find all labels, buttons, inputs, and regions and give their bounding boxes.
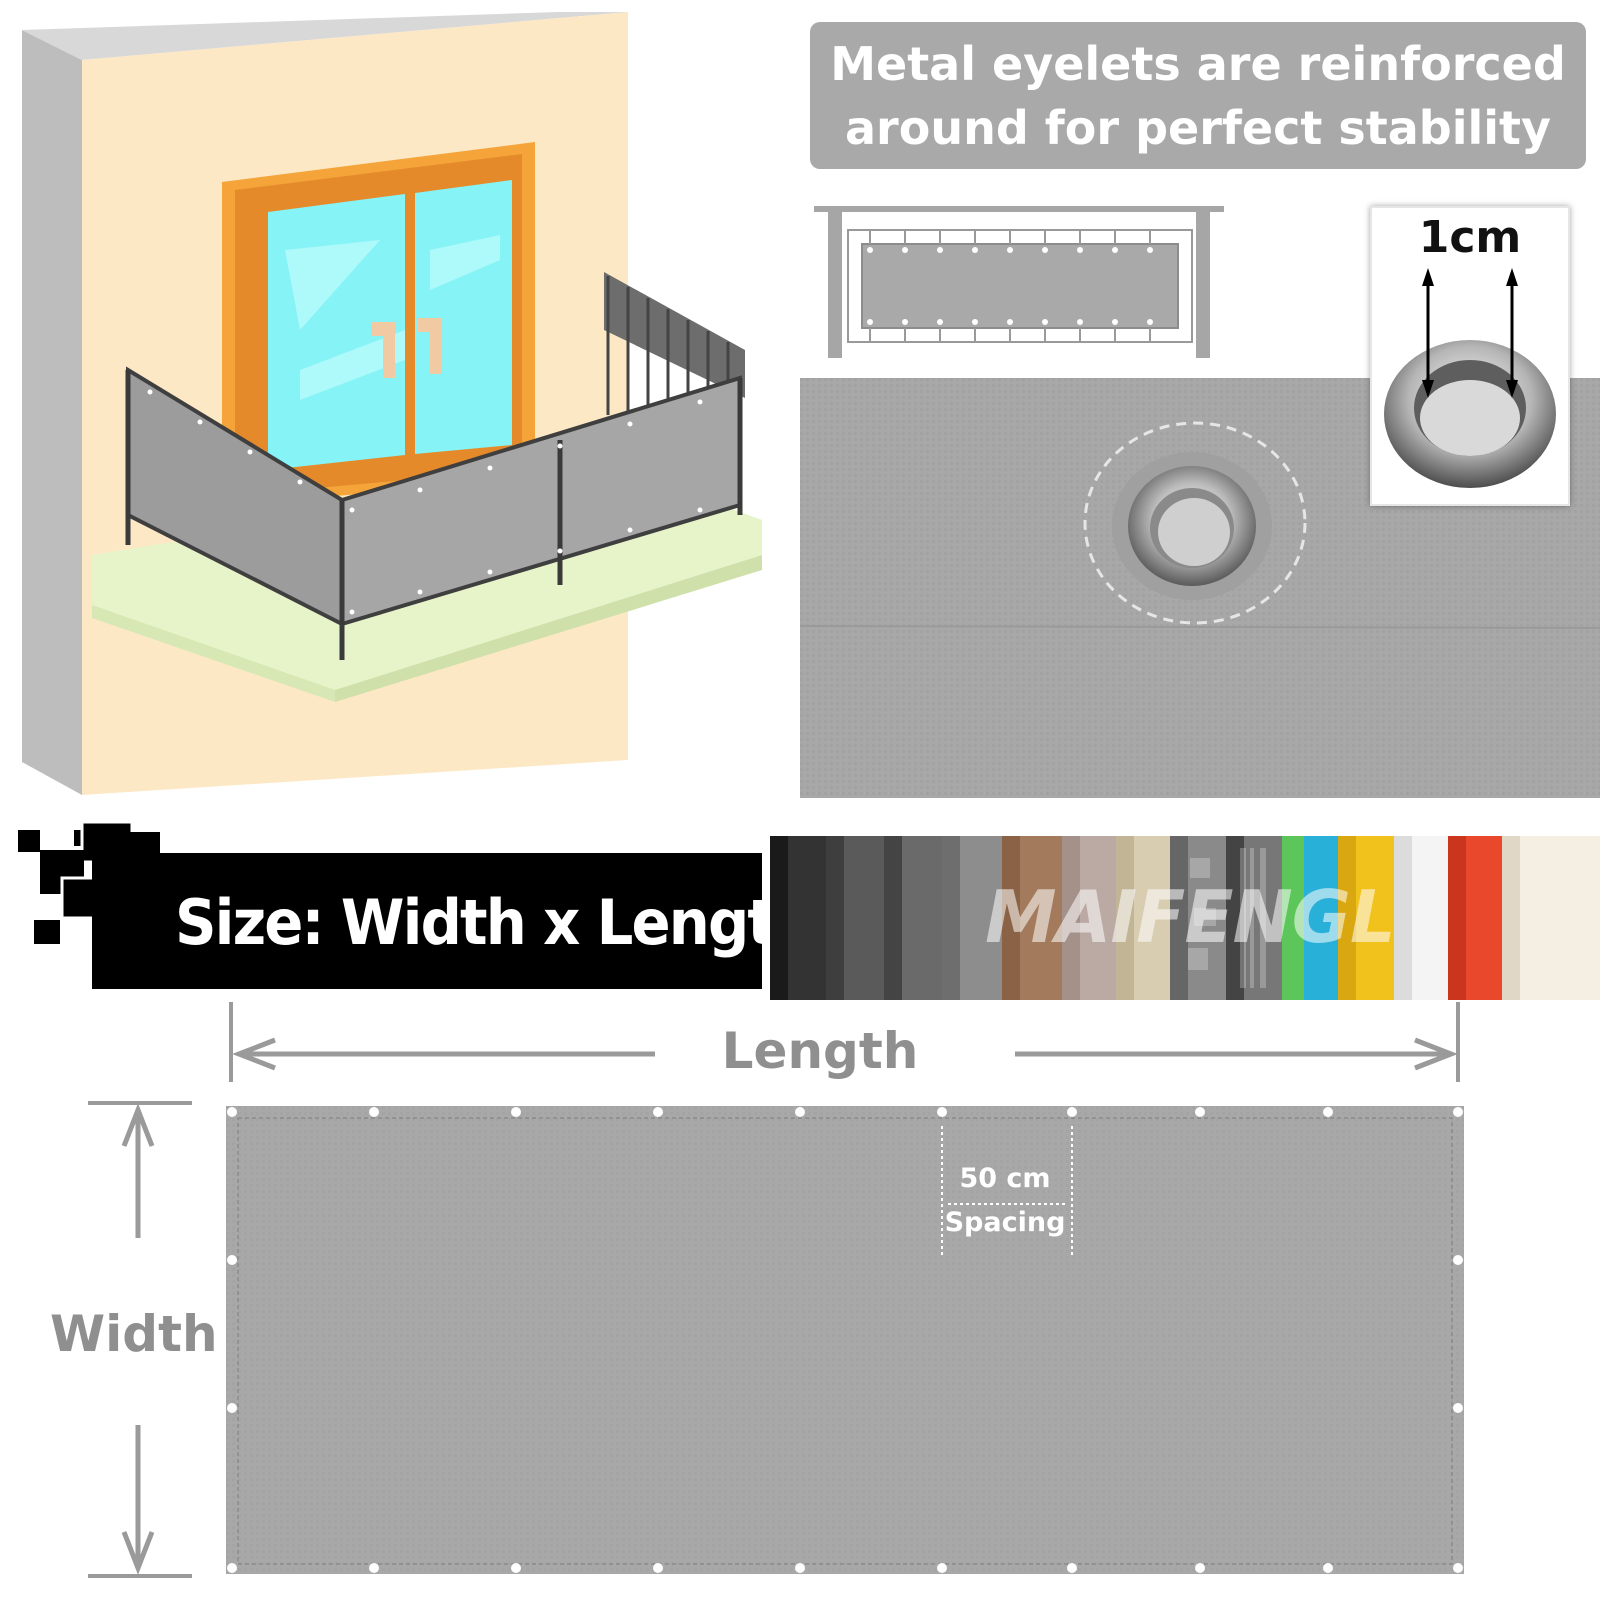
length-label: Length: [721, 1022, 919, 1080]
spacing-label: Spacing: [944, 1207, 1066, 1238]
color-swatch-strip: [770, 836, 1600, 1000]
length-dimension-arrow: [229, 1002, 1460, 1082]
headline-banner: Metal eyelets are reinforced around for …: [810, 22, 1586, 169]
spacing-value: 50 cm: [959, 1163, 1051, 1194]
railing-diagram: [814, 206, 1224, 358]
privacy-screen-panel: [226, 1106, 1464, 1574]
eyelet-size-inset: 1cm: [1370, 206, 1570, 506]
eyelet-size-label: 1cm: [1418, 212, 1522, 263]
headline-line-2: around for perfect stability: [845, 100, 1551, 155]
width-label: Width: [50, 1305, 218, 1363]
size-banner: [92, 853, 762, 989]
headline-line-1: Metal eyelets are reinforced: [830, 36, 1566, 91]
width-dimension-arrow: [88, 1101, 192, 1578]
size-banner-label: Size: Width x Length: [175, 886, 814, 959]
balcony-illustration: [22, 12, 762, 795]
eyelet-closeup: [800, 378, 1600, 798]
brand-watermark: MAIFENGL: [985, 875, 1396, 959]
